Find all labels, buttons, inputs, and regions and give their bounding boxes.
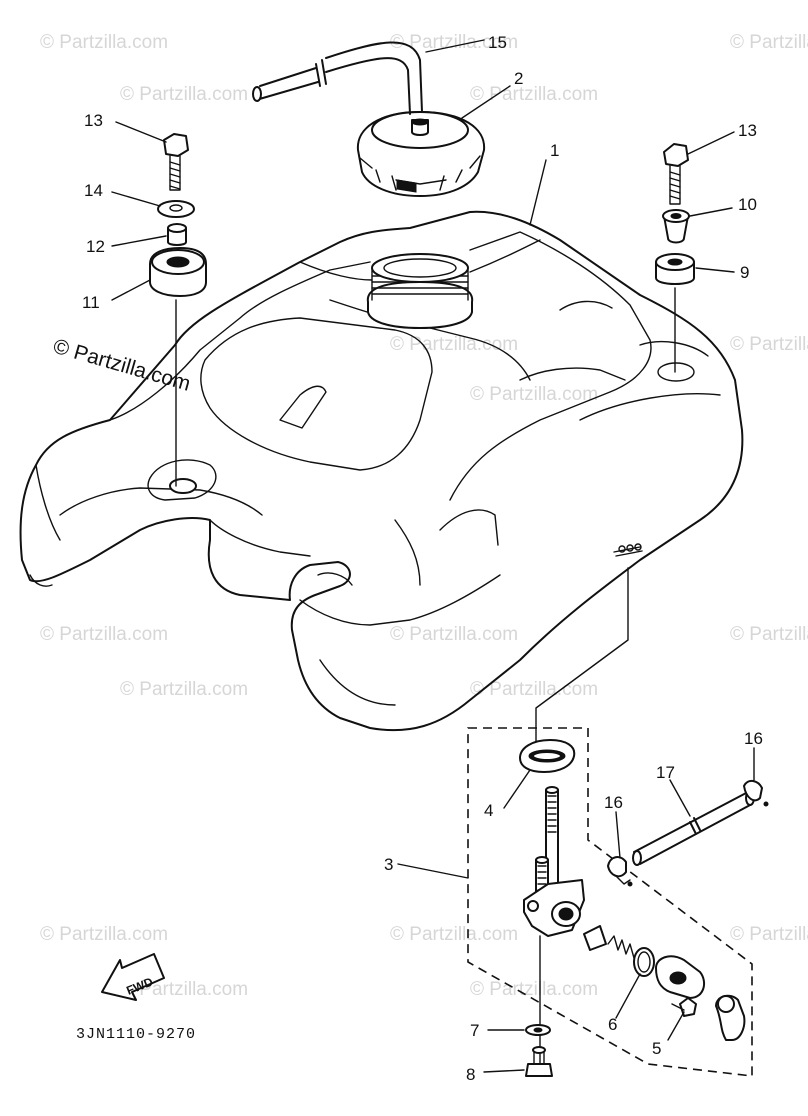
callout-2: 2 (514, 69, 523, 88)
watermark: © Partzilla.com (470, 679, 598, 700)
callout-15: 15 (488, 33, 507, 52)
watermark: © Partzilla.com (390, 334, 518, 355)
callout-11: 11 (82, 293, 100, 312)
watermark: © Partzilla.com (40, 624, 168, 645)
callout-17: 17 (656, 763, 675, 782)
callout-12: 12 (86, 237, 105, 256)
breather-hose (252, 41, 423, 115)
watermark: © Partzilla.com (120, 84, 248, 105)
watermark: © Partzilla.com (40, 32, 168, 53)
watermark: © Partzilla.com (390, 624, 518, 645)
callout-1: 1 (550, 141, 559, 160)
watermark: © Partzilla.com (730, 334, 808, 355)
left-mount-hardware (149, 133, 207, 487)
watermark: © Partzilla.com (390, 32, 518, 53)
watermark: © Partzilla.com (730, 32, 808, 53)
right-mount-hardware (655, 143, 695, 373)
callouts: 1 2 3 4 5 6 7 8 9 10 11 12 13 13 14 15 1… (82, 33, 763, 1084)
watermark: © Partzilla.com (730, 924, 808, 945)
callout-16-left: 16 (604, 793, 623, 812)
callout-13-right: 13 (738, 121, 757, 140)
watermark: © Partzilla.com (120, 679, 248, 700)
watermark-dark: © Partzilla.com (51, 335, 193, 396)
fuel-tank (19, 210, 744, 732)
watermark: © Partzilla.com (470, 979, 598, 1000)
callout-8: 8 (466, 1065, 475, 1084)
watermark: © Partzilla.com (40, 924, 168, 945)
callout-4: 4 (484, 801, 493, 820)
callout-7: 7 (470, 1021, 479, 1040)
callout-16-right: 16 (744, 729, 763, 748)
fuel-cock-assembly (467, 567, 769, 1077)
watermark: © Partzilla.com (730, 624, 808, 645)
fuel-cap (356, 111, 486, 197)
watermark: © Partzilla.com (390, 924, 518, 945)
callout-5: 5 (652, 1039, 661, 1058)
callout-10: 10 (738, 195, 757, 214)
callout-13-left: 13 (84, 111, 103, 130)
callout-3: 3 (384, 855, 393, 874)
diagram-code: 3JN1110-9270 (76, 1026, 196, 1043)
callout-14: 14 (84, 181, 103, 200)
leader-lines (111, 39, 755, 1073)
watermark: © Partzilla.com (470, 384, 598, 405)
callout-9: 9 (740, 263, 749, 282)
watermark: © Partzilla.com (470, 84, 598, 105)
callout-6: 6 (608, 1015, 617, 1034)
